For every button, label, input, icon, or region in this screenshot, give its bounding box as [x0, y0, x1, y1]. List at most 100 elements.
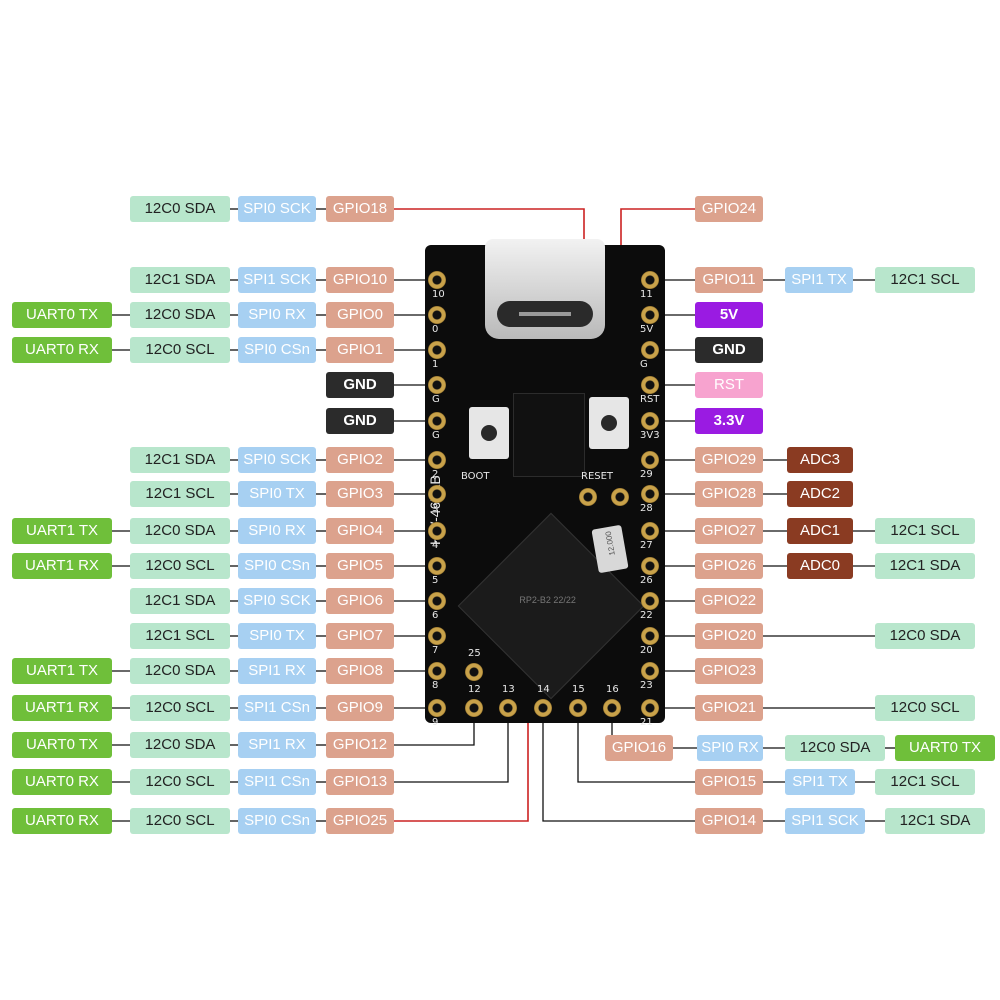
- label-12c0-sda: 12C0 SDA: [130, 658, 230, 684]
- pin-number-label: 26: [640, 575, 653, 586]
- label-adc2: ADC2: [787, 481, 853, 507]
- label-12c1-scl: 12C1 SCL: [875, 769, 975, 795]
- label-spi0-rx: SPI0 RX: [697, 735, 763, 761]
- label-gpio8: GPIO8: [326, 658, 394, 684]
- label-gpio23: GPIO23: [695, 658, 763, 684]
- chip-marking: RP2-B2 22/22: [519, 594, 576, 605]
- pin-number-label: 14: [537, 684, 550, 695]
- label-gpio0: GPIO0: [326, 302, 394, 328]
- label-12c1-scl: 12C1 SCL: [875, 267, 975, 293]
- pin-right-12: [641, 699, 659, 717]
- pin-number-label: 3: [432, 503, 439, 514]
- pin-bottom-1: [465, 699, 483, 717]
- pin-left-0: [428, 271, 446, 289]
- pin-number-label: G: [640, 359, 648, 370]
- pin-left-10: [428, 627, 446, 645]
- label-uart0-tx: UART0 TX: [895, 735, 995, 761]
- label-gnd: GND: [695, 337, 763, 363]
- label-spi0-sck: SPI0 SCK: [238, 588, 316, 614]
- crystal: 12.000: [591, 524, 629, 574]
- pin-bottom-2: [499, 699, 517, 717]
- label-12c1-scl: 12C1 SCL: [130, 481, 230, 507]
- pin-right-5: [641, 451, 659, 469]
- label-gpio27: GPIO27: [695, 518, 763, 544]
- gpio12-leader: [394, 716, 475, 746]
- label-gpio24: GPIO24: [695, 196, 763, 222]
- label-spi1-rx: SPI1 RX: [238, 658, 316, 684]
- label-spi1-csn: SPI1 CSn: [238, 695, 316, 721]
- label-12c0-scl: 12C0 SCL: [130, 553, 230, 579]
- label-gpio25: GPIO25: [326, 808, 394, 834]
- pin-left-6: [428, 485, 446, 503]
- pin-number-label: 1: [432, 359, 439, 370]
- pin-left-4: [428, 412, 446, 430]
- usb-c-connector: [485, 239, 605, 339]
- pin-number-label: 5: [432, 575, 439, 586]
- label-gpio21: GPIO21: [695, 695, 763, 721]
- label-adc0: ADC0: [787, 553, 853, 579]
- pin-number-label: 20: [640, 645, 653, 656]
- pin-number-label: 15: [572, 684, 585, 695]
- label-gpio26: GPIO26: [695, 553, 763, 579]
- label-spi0-csn: SPI0 CSn: [238, 808, 316, 834]
- label-gpio6: GPIO6: [326, 588, 394, 614]
- pin-right-2: [641, 341, 659, 359]
- pin-number-label: 16: [606, 684, 619, 695]
- label-uart0-rx: UART0 RX: [12, 337, 112, 363]
- label-gpio29: GPIO29: [695, 447, 763, 473]
- pin-left-3: [428, 376, 446, 394]
- label-gpio22: GPIO22: [695, 588, 763, 614]
- label-gpio1: GPIO1: [326, 337, 394, 363]
- label-gpio2: GPIO2: [326, 447, 394, 473]
- label-gpio7: GPIO7: [326, 623, 394, 649]
- pin-number-label: 27: [640, 540, 653, 551]
- pad-gpio24: [611, 488, 629, 506]
- label-gpio14: GPIO14: [695, 808, 763, 834]
- pin-number-label: RST: [640, 394, 660, 405]
- pin-number-label: 25: [468, 648, 481, 659]
- label-uart1-rx: UART1 RX: [12, 695, 112, 721]
- label-spi0-sck: SPI0 SCK: [238, 447, 316, 473]
- pin-left-5: [428, 451, 446, 469]
- boot-button[interactable]: [469, 407, 509, 459]
- reset-label: RESET: [581, 471, 614, 482]
- pin-left-12: [428, 699, 446, 717]
- pin-number-label: 11: [640, 289, 653, 300]
- label-12c0-sda: 12C0 SDA: [130, 518, 230, 544]
- pin-right-7: [641, 522, 659, 540]
- pin-number-label: 5V: [640, 324, 654, 335]
- label-uart1-rx: UART1 RX: [12, 553, 112, 579]
- pin-left-1: [428, 306, 446, 324]
- label-adc3: ADC3: [787, 447, 853, 473]
- pin-right-3: [641, 376, 659, 394]
- pin-number-label: 7: [432, 645, 439, 656]
- label-gpio4: GPIO4: [326, 518, 394, 544]
- label-uart0-tx: UART0 TX: [12, 302, 112, 328]
- label-spi1-tx: SPI1 TX: [785, 267, 853, 293]
- label-spi0-tx: SPI0 TX: [238, 623, 316, 649]
- label-uart1-tx: UART1 TX: [12, 518, 112, 544]
- reset-button[interactable]: [589, 397, 629, 449]
- pin-number-label: 2: [432, 469, 439, 480]
- label-12c1-sda: 12C1 SDA: [875, 553, 975, 579]
- label-12c0-sda: 12C0 SDA: [875, 623, 975, 649]
- label-12c0-sda: 12C0 SDA: [130, 732, 230, 758]
- flash-chip: [513, 393, 585, 477]
- label-3-3v: 3.3V: [695, 408, 763, 434]
- label-12c1-scl: 12C1 SCL: [130, 623, 230, 649]
- label-gpio28: GPIO28: [695, 481, 763, 507]
- label-spi1-csn: SPI1 CSn: [238, 769, 316, 795]
- label-gpio11: GPIO11: [695, 267, 763, 293]
- pin-number-label: 21: [640, 717, 653, 728]
- pin-left-7: [428, 522, 446, 540]
- pin-right-0: [641, 271, 659, 289]
- label-gpio13: GPIO13: [326, 769, 394, 795]
- label-spi1-rx: SPI1 RX: [238, 732, 316, 758]
- label-spi1-tx: SPI1 TX: [785, 769, 855, 795]
- label-gpio18: GPIO18: [326, 196, 394, 222]
- pin-number-label: 12: [468, 684, 481, 695]
- label-spi0-tx: SPI0 TX: [238, 481, 316, 507]
- label-gnd: GND: [326, 408, 394, 434]
- gpio14-leader: [542, 716, 695, 822]
- label-12c0-scl: 12C0 SCL: [130, 695, 230, 721]
